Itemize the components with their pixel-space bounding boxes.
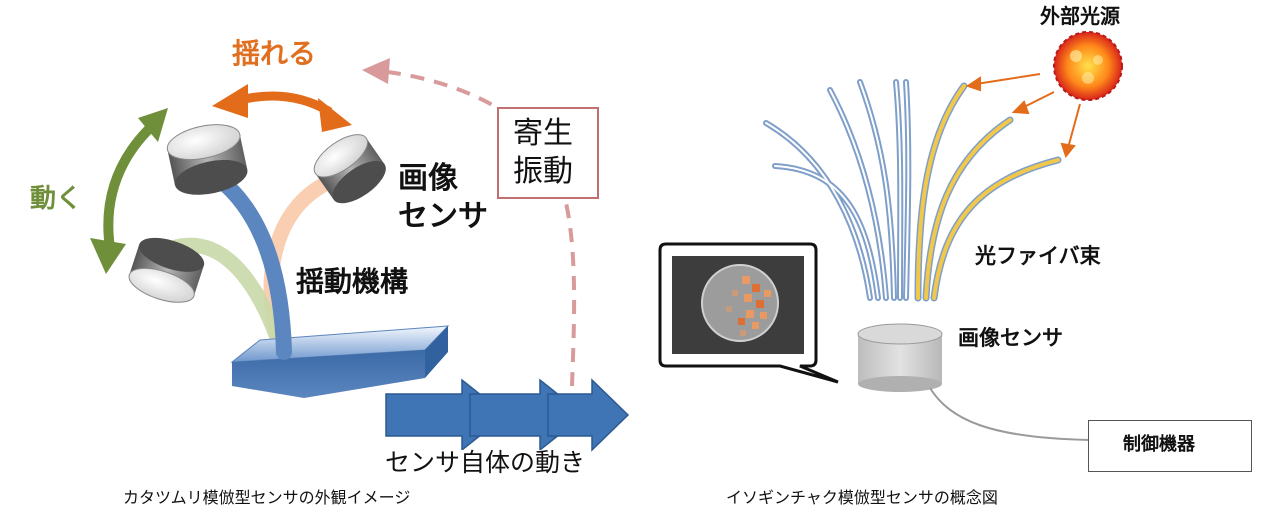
image-sensor-cylinder <box>857 323 943 392</box>
self-motion-label: センサ自体の動き <box>385 448 586 477</box>
sensor-head-left <box>128 237 205 303</box>
left-caption: カタツムリ模倣型センサの外観イメージ <box>123 488 411 507</box>
sensor-label-line1: 画像 <box>398 161 458 196</box>
fiber-bundle-label: 光ファイバ束 <box>975 244 1101 268</box>
base-platform <box>230 325 450 398</box>
parasitic-line2: 振動 <box>513 154 573 189</box>
mechanism-label: 揺動機構 <box>296 265 409 298</box>
light-source-label: 外部光源 <box>1040 4 1120 28</box>
oscillation-arm <box>210 170 292 360</box>
self-motion-arrows <box>385 378 630 452</box>
parasitic-line1: 寄生 <box>513 116 573 151</box>
external-light-source <box>1053 31 1123 101</box>
swing-label: 揺れる <box>232 37 317 70</box>
parasitic-vibration-box: 寄生 振動 <box>497 107 599 199</box>
controller-box: 制御機器 <box>1088 420 1252 472</box>
move-label: 動く <box>30 184 83 214</box>
parasitic-arrowhead <box>362 58 390 84</box>
sensor-image-bubble <box>658 242 839 384</box>
fiber-bundle <box>763 79 1062 302</box>
move-arrow <box>90 108 168 274</box>
swing-arrow <box>212 84 352 132</box>
sensor-head-right <box>313 134 386 204</box>
sensor-label-line2: センサ <box>398 199 488 234</box>
sensor-head-top <box>166 124 248 195</box>
controller-label: 制御機器 <box>1123 434 1195 455</box>
right-caption: イソギンチャク模倣型センサの概念図 <box>726 488 998 507</box>
controller-cable <box>929 387 1091 441</box>
light-rays <box>965 73 1081 159</box>
image-sensor-label: 画像センサ <box>958 326 1063 350</box>
